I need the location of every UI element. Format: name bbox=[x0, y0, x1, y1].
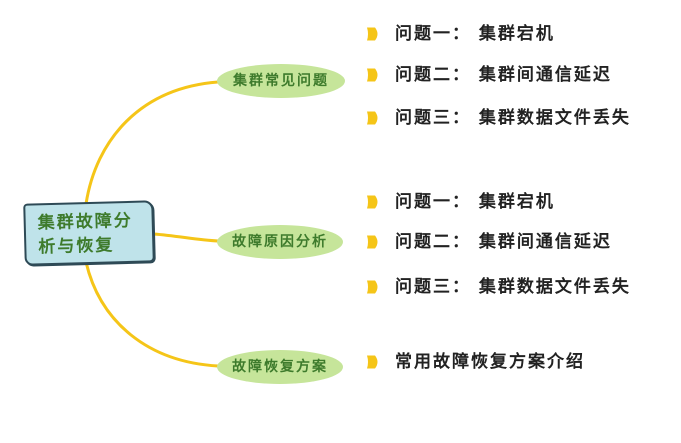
leaf-item-label: 问题二： 集群间通信延迟 bbox=[395, 232, 612, 252]
connector-root-to-branch-3 bbox=[84, 260, 220, 368]
leaf-item-label: 常用故障恢复方案介绍 bbox=[395, 352, 585, 372]
connector-root-to-branch-2 bbox=[152, 232, 220, 243]
connector-root-to-branch-1 bbox=[84, 80, 220, 206]
leaf-item-label: 问题三： 集群数据文件丢失 bbox=[395, 277, 631, 297]
bullet-icon bbox=[367, 27, 378, 41]
branch-node-label: 故障原因分析 bbox=[232, 234, 328, 250]
leaf-item-label: 问题二： 集群间通信延迟 bbox=[395, 65, 612, 85]
bullet-icon bbox=[367, 111, 378, 125]
leaf-item-label: 问题一： 集群宕机 bbox=[395, 192, 555, 212]
bullet-icon bbox=[367, 355, 378, 369]
branch-node-recovery-plan[interactable]: 故障恢复方案 bbox=[217, 350, 343, 384]
branch-node-common-issues[interactable]: 集群常见问题 bbox=[217, 64, 345, 98]
bullet-icon bbox=[367, 235, 378, 249]
leaf-item-label: 问题三： 集群数据文件丢失 bbox=[395, 108, 631, 128]
root-node-label: 集群故障分析与恢复 bbox=[37, 210, 133, 258]
root-node[interactable]: 集群故障分析与恢复 bbox=[23, 200, 155, 266]
bullet-icon bbox=[367, 280, 378, 294]
branch-node-cause-analysis[interactable]: 故障原因分析 bbox=[217, 225, 343, 259]
leaf-item-label: 问题一： 集群宕机 bbox=[395, 24, 555, 44]
bullet-icon bbox=[367, 68, 378, 82]
bullet-icon bbox=[367, 195, 378, 209]
branch-node-label: 集群常见问题 bbox=[233, 73, 329, 89]
branch-node-label: 故障恢复方案 bbox=[232, 359, 328, 375]
